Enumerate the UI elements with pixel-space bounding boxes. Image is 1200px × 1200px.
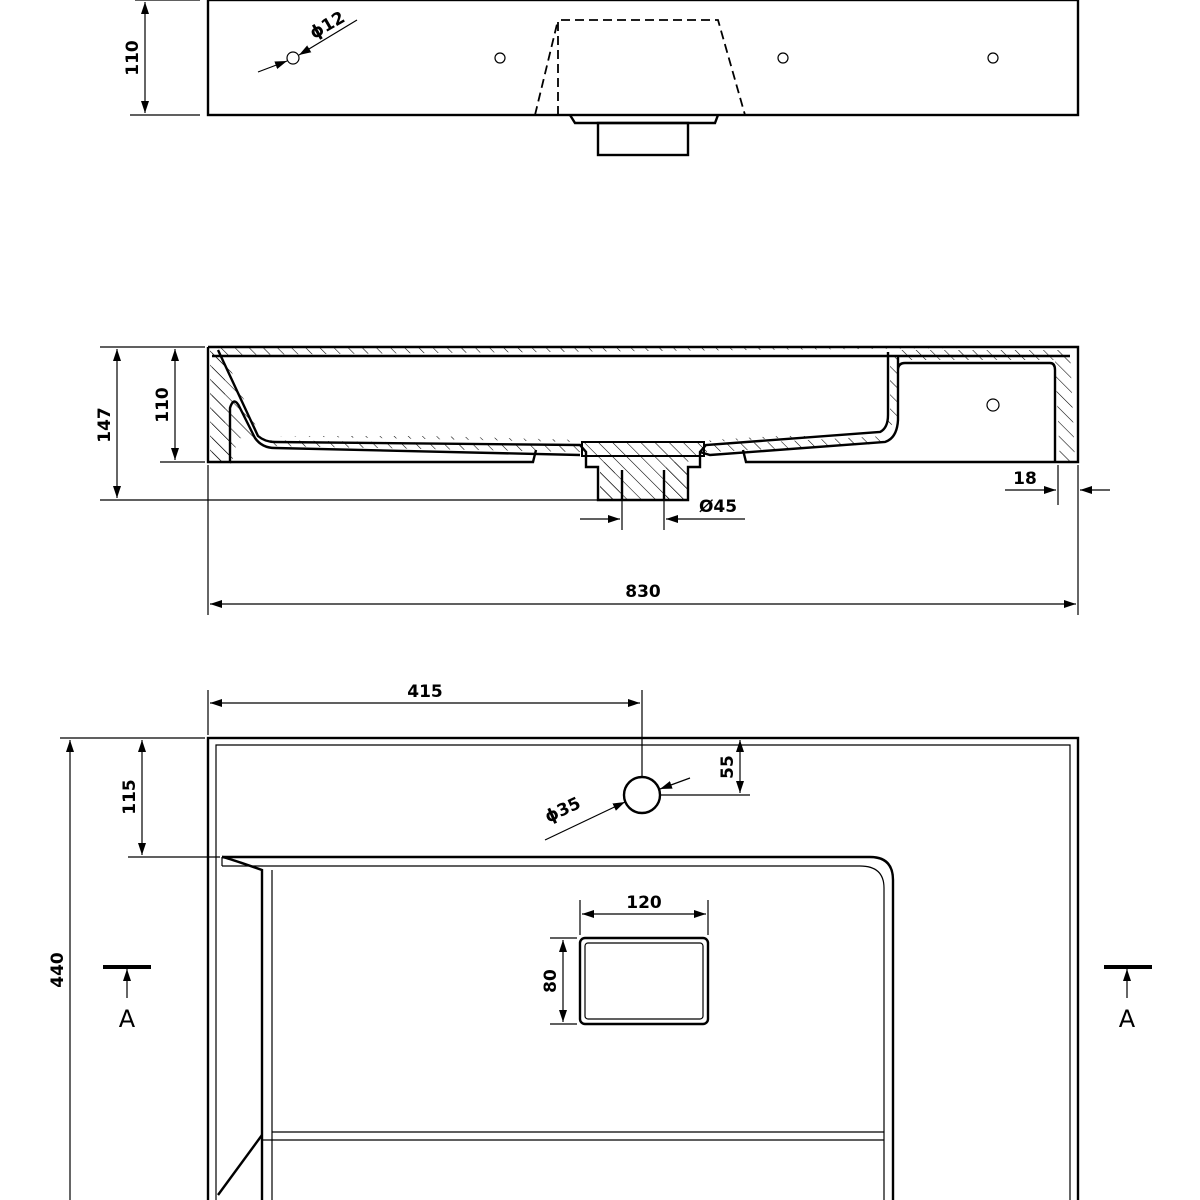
depth-label: 440 bbox=[48, 952, 68, 988]
wall-thickness-label: 18 bbox=[1013, 469, 1037, 489]
fixing-hole bbox=[494, 52, 506, 64]
section-letter: A bbox=[1119, 1005, 1136, 1033]
drain-pipe bbox=[596, 121, 690, 157]
tap-hidden-line bbox=[557, 19, 746, 116]
tap-diameter-label: ϕ35 bbox=[542, 794, 584, 828]
section-mark-right: A bbox=[1104, 965, 1152, 1033]
top-view: 110 ϕ12 bbox=[123, 0, 1080, 157]
overflow-hole bbox=[286, 51, 300, 65]
plan-outline bbox=[206, 736, 1080, 1200]
overflow-hole bbox=[986, 398, 1000, 412]
drain-opening bbox=[578, 936, 710, 1026]
basin-offset-label: 115 bbox=[120, 779, 140, 815]
top-view-outline bbox=[206, 0, 1080, 117]
tap-edge-label: 55 bbox=[718, 755, 738, 779]
height-label: 110 bbox=[123, 40, 143, 76]
total-height-label: 147 bbox=[95, 407, 115, 443]
width-label: 830 bbox=[625, 582, 661, 602]
section-view: 147 110 18 Ø45 830 bbox=[95, 345, 1110, 615]
fixing-hole bbox=[987, 52, 999, 64]
section-letter: A bbox=[119, 1005, 136, 1033]
drain-width-label: 120 bbox=[626, 893, 662, 913]
section-mark-left: A bbox=[103, 965, 151, 1033]
plan-view: 415 55 ϕ35 115 440 120 80 A A bbox=[48, 682, 1152, 1200]
tap-hole bbox=[622, 775, 662, 815]
basin-height-label: 110 bbox=[153, 387, 173, 423]
drain-diameter-label: Ø45 bbox=[699, 497, 737, 517]
fixing-hole bbox=[777, 52, 789, 64]
drain-height-label: 80 bbox=[541, 969, 561, 993]
tap-offset-label: 415 bbox=[407, 682, 443, 702]
